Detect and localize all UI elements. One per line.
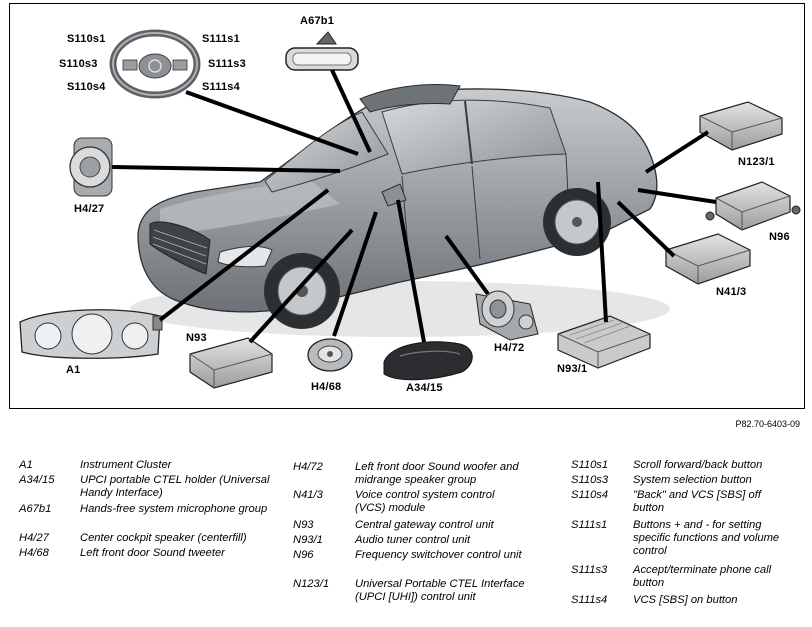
component-location-figure: S110s1 S110s3 S110s4 S111s1 S111s3 S111s…: [9, 3, 805, 409]
legend-desc: Instrument Cluster: [80, 459, 172, 471]
legend-desc: Left front door Sound woofer and midrang…: [355, 461, 519, 486]
legend-code: S111s3: [571, 564, 608, 576]
legend-code: N93/1: [293, 534, 323, 546]
figure-reference: P82.70-6403-09: [735, 419, 800, 429]
instrument-cluster: [19, 309, 163, 359]
legend-code: S110s4: [571, 489, 609, 501]
callout-s110s4: S110s4: [67, 81, 106, 93]
door-tweeter: [307, 338, 353, 372]
audio-tuner-unit: [557, 315, 651, 369]
callout-s111s3: S111s3: [208, 58, 246, 70]
leader-lines: [111, 69, 717, 344]
legend-code: S110s1: [571, 459, 609, 471]
gateway-control-unit: [189, 337, 273, 389]
legend-code: A34/15: [19, 474, 55, 486]
callout-a67b1: A67b1: [300, 15, 335, 27]
callout-s111s4: S111s4: [202, 81, 240, 93]
callout-n41-3: N41/3: [716, 286, 747, 298]
callout-h4-27: H4/27: [74, 203, 105, 215]
legend-code: H4/68: [19, 547, 49, 559]
legend-code: H4/27: [19, 532, 49, 544]
legend-desc: "Back" and VCS [SBS] off button: [633, 489, 761, 514]
legend-code: S111s4: [571, 594, 608, 606]
steering-wheel: [109, 29, 201, 99]
callout-n93-1: N93/1: [557, 363, 588, 375]
legend-desc: Hands-free system microphone group: [80, 503, 268, 515]
callout-s110s1: S110s1: [67, 33, 106, 45]
legend-desc: Frequency switchover control unit: [355, 549, 522, 561]
rearview-mirror-microphone: [285, 31, 359, 71]
legend-desc: VCS [SBS] on button: [633, 594, 738, 606]
legend-code: N96: [293, 549, 314, 561]
callout-a34-15: A34/15: [406, 382, 443, 394]
legend-code: N123/1: [293, 578, 330, 590]
legend-desc: System selection button: [633, 474, 752, 486]
legend-desc: Audio tuner control unit: [355, 534, 471, 546]
legend-desc: Center cockpit speaker (centerfill): [80, 532, 247, 544]
legend-code: N93: [293, 519, 314, 531]
legend-desc: Voice control system control (VCS) modul…: [355, 489, 495, 514]
legend-desc: Scroll forward/back button: [633, 459, 763, 471]
legend-desc: UPCI portable CTEL holder (Universal Han…: [80, 474, 270, 499]
figure-artwork: [19, 29, 801, 389]
callout-a1: A1: [66, 364, 81, 376]
callout-n93: N93: [186, 332, 207, 344]
rear-wheel: [543, 188, 611, 256]
callout-h4-68: H4/68: [311, 381, 342, 393]
callout-n96: N96: [769, 231, 790, 243]
callout-h4-72: H4/72: [494, 342, 525, 354]
voice-control-module: [665, 233, 751, 285]
legend-desc: Universal Portable CTEL Interface (UPCI …: [355, 578, 525, 603]
legend-desc: Left front door Sound tweeter: [80, 547, 225, 559]
legend-code: N41/3: [293, 489, 323, 501]
legend-desc: Central gateway control unit: [355, 519, 494, 531]
legend-code: A1: [19, 459, 33, 471]
legend-code: S111s1: [571, 519, 608, 531]
legend-code: S110s3: [571, 474, 609, 486]
frequency-switchover-unit: [705, 181, 801, 231]
legend-desc: Buttons + and - for setting specific fun…: [633, 519, 780, 557]
upci-control-unit: [699, 101, 783, 151]
legend-code: H4/72: [293, 461, 323, 473]
legend-code: A67b1: [19, 503, 52, 515]
legend-desc: Accept/terminate phone call button: [633, 564, 772, 589]
callout-s110s3: S110s3: [59, 58, 98, 70]
callout-s111s1: S111s1: [202, 33, 240, 45]
callout-n123-1: N123/1: [738, 156, 775, 168]
door-woofer: [475, 290, 539, 341]
phone-holder: [383, 341, 473, 381]
front-wheel: [264, 253, 340, 329]
center-speaker: [69, 137, 113, 197]
